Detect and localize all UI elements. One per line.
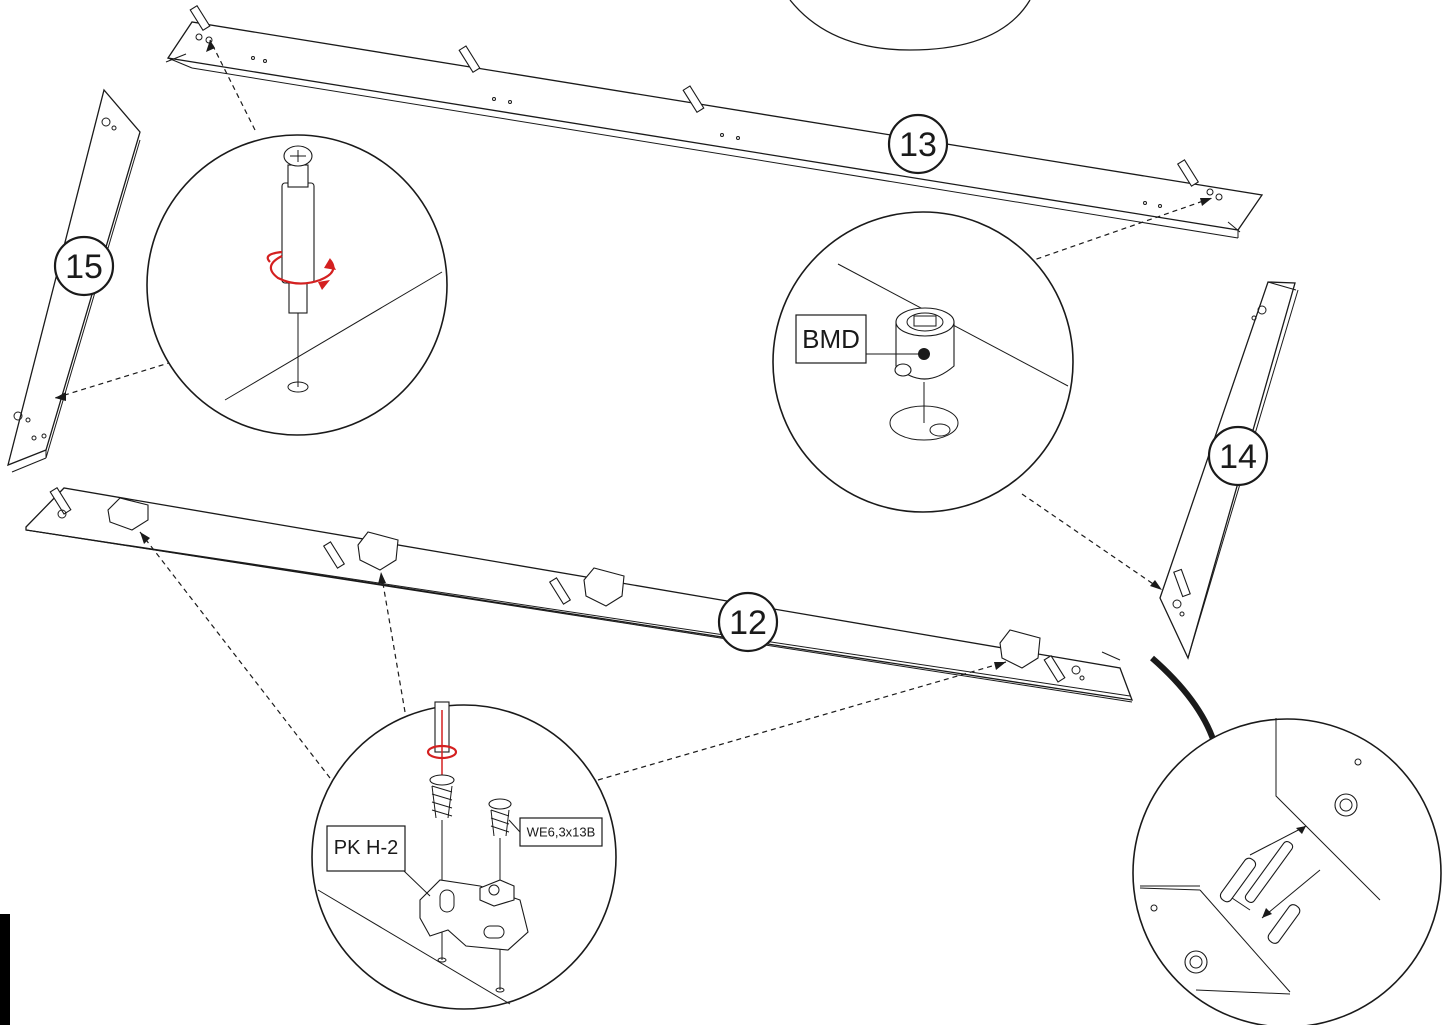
part-badge-13: 13 <box>887 113 949 175</box>
rotation-arrow-icon <box>266 250 336 290</box>
top-detail-circle-partial <box>789 0 1031 51</box>
cam-lock-icon <box>1184 793 1358 974</box>
hinge-plate-icon <box>107 497 1041 669</box>
dowel-icon <box>189 4 1200 187</box>
part-badge-14: 14 <box>1207 425 1269 487</box>
dowel-icon <box>49 486 1066 683</box>
detail-circle-corner <box>1132 655 1442 1025</box>
dashed-arrows <box>54 39 1213 781</box>
edge-bar <box>0 914 10 1025</box>
svg-text:14: 14 <box>1219 438 1257 476</box>
svg-text:15: 15 <box>65 248 103 286</box>
label-bmd: BMD <box>802 324 860 354</box>
part-badge-12: 12 <box>717 591 779 653</box>
dowel-icon <box>1219 840 1301 944</box>
detail-circle-hinge: PK H-2 WE6,3x13B <box>311 701 617 1010</box>
detail-circle-dowel <box>146 134 448 436</box>
screw-icon <box>429 774 512 837</box>
svg-text:12: 12 <box>729 604 767 642</box>
part-badge-15: 15 <box>53 235 115 297</box>
label-pk-h2: PK H-2 <box>334 837 398 859</box>
cam-lock-icon <box>894 307 955 380</box>
board-12 <box>25 486 1133 703</box>
label-we: WE6,3x13B <box>527 825 596 840</box>
hinge-plate-icon <box>419 879 529 951</box>
board-13 <box>165 4 1264 239</box>
svg-text:13: 13 <box>899 126 937 164</box>
detail-circle-bmd: BMD <box>772 211 1074 513</box>
